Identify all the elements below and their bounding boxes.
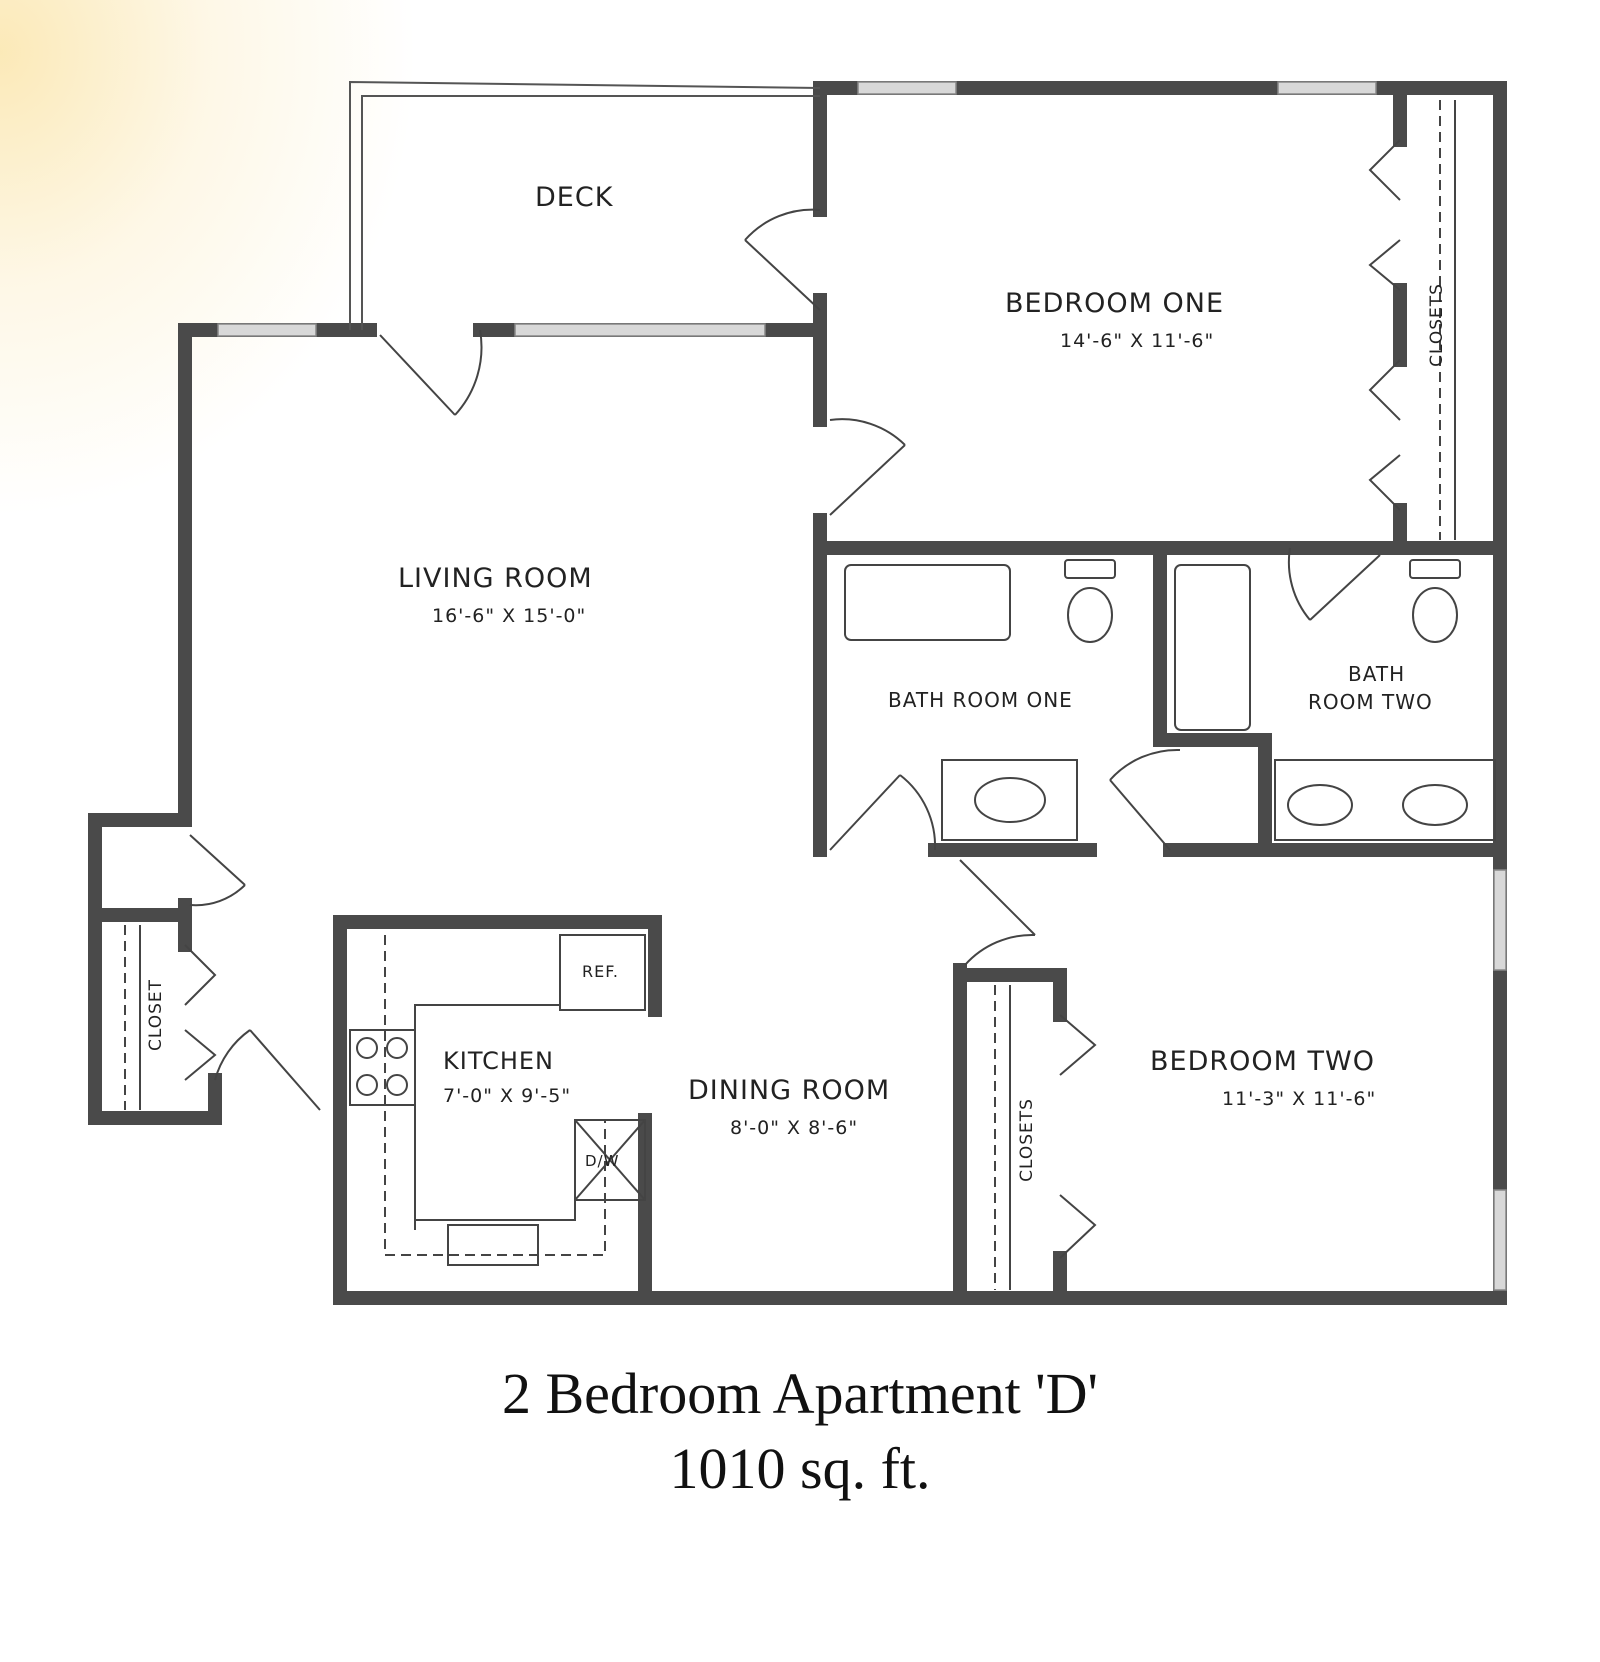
room-dimensions-living-room: 16'-6" X 15'-0" xyxy=(432,605,587,627)
room-dimensions-bedroom-one: 14'-6" X 11'-6" xyxy=(1060,330,1215,352)
wall-exterior xyxy=(333,81,1507,1305)
closet-label-entry: CLOSET xyxy=(146,978,167,1052)
room-label-bedroom-two: BEDROOM TWO xyxy=(1150,1046,1375,1077)
room-dimensions-dining-room: 8'-0" X 8'-6" xyxy=(730,1117,859,1139)
room-dimensions-kitchen: 7'-0" X 9'-5" xyxy=(443,1085,572,1107)
room-label-bath-one: BATH ROOM ONE xyxy=(888,688,1073,712)
room-label-bath-two-line1: BATH xyxy=(1348,662,1406,686)
plan-title: 2 Bedroom Apartment 'D' xyxy=(502,1361,1098,1426)
plan-area: 1010 sq. ft. xyxy=(669,1436,931,1501)
refrigerator-label: REF. xyxy=(582,962,619,981)
room-label-living-room: LIVING ROOM xyxy=(398,563,593,594)
wall-living-left xyxy=(88,323,222,1125)
closets-label-bedroom-two: CLOSETS xyxy=(1016,1098,1037,1182)
room-label-kitchen: KITCHEN xyxy=(443,1047,554,1075)
room-dimensions-bedroom-two: 11'-3" X 11'-6" xyxy=(1222,1088,1377,1110)
dishwasher-label: D/W xyxy=(585,1152,620,1170)
room-label-bedroom-one: BEDROOM ONE xyxy=(1005,288,1225,319)
room-label-dining-room: DINING ROOM xyxy=(688,1075,891,1106)
closets-label-bedroom-one: CLOSETS xyxy=(1426,283,1447,367)
room-label-bath-two-line2: ROOM TWO xyxy=(1308,690,1433,714)
room-label-deck: DECK xyxy=(535,182,614,213)
